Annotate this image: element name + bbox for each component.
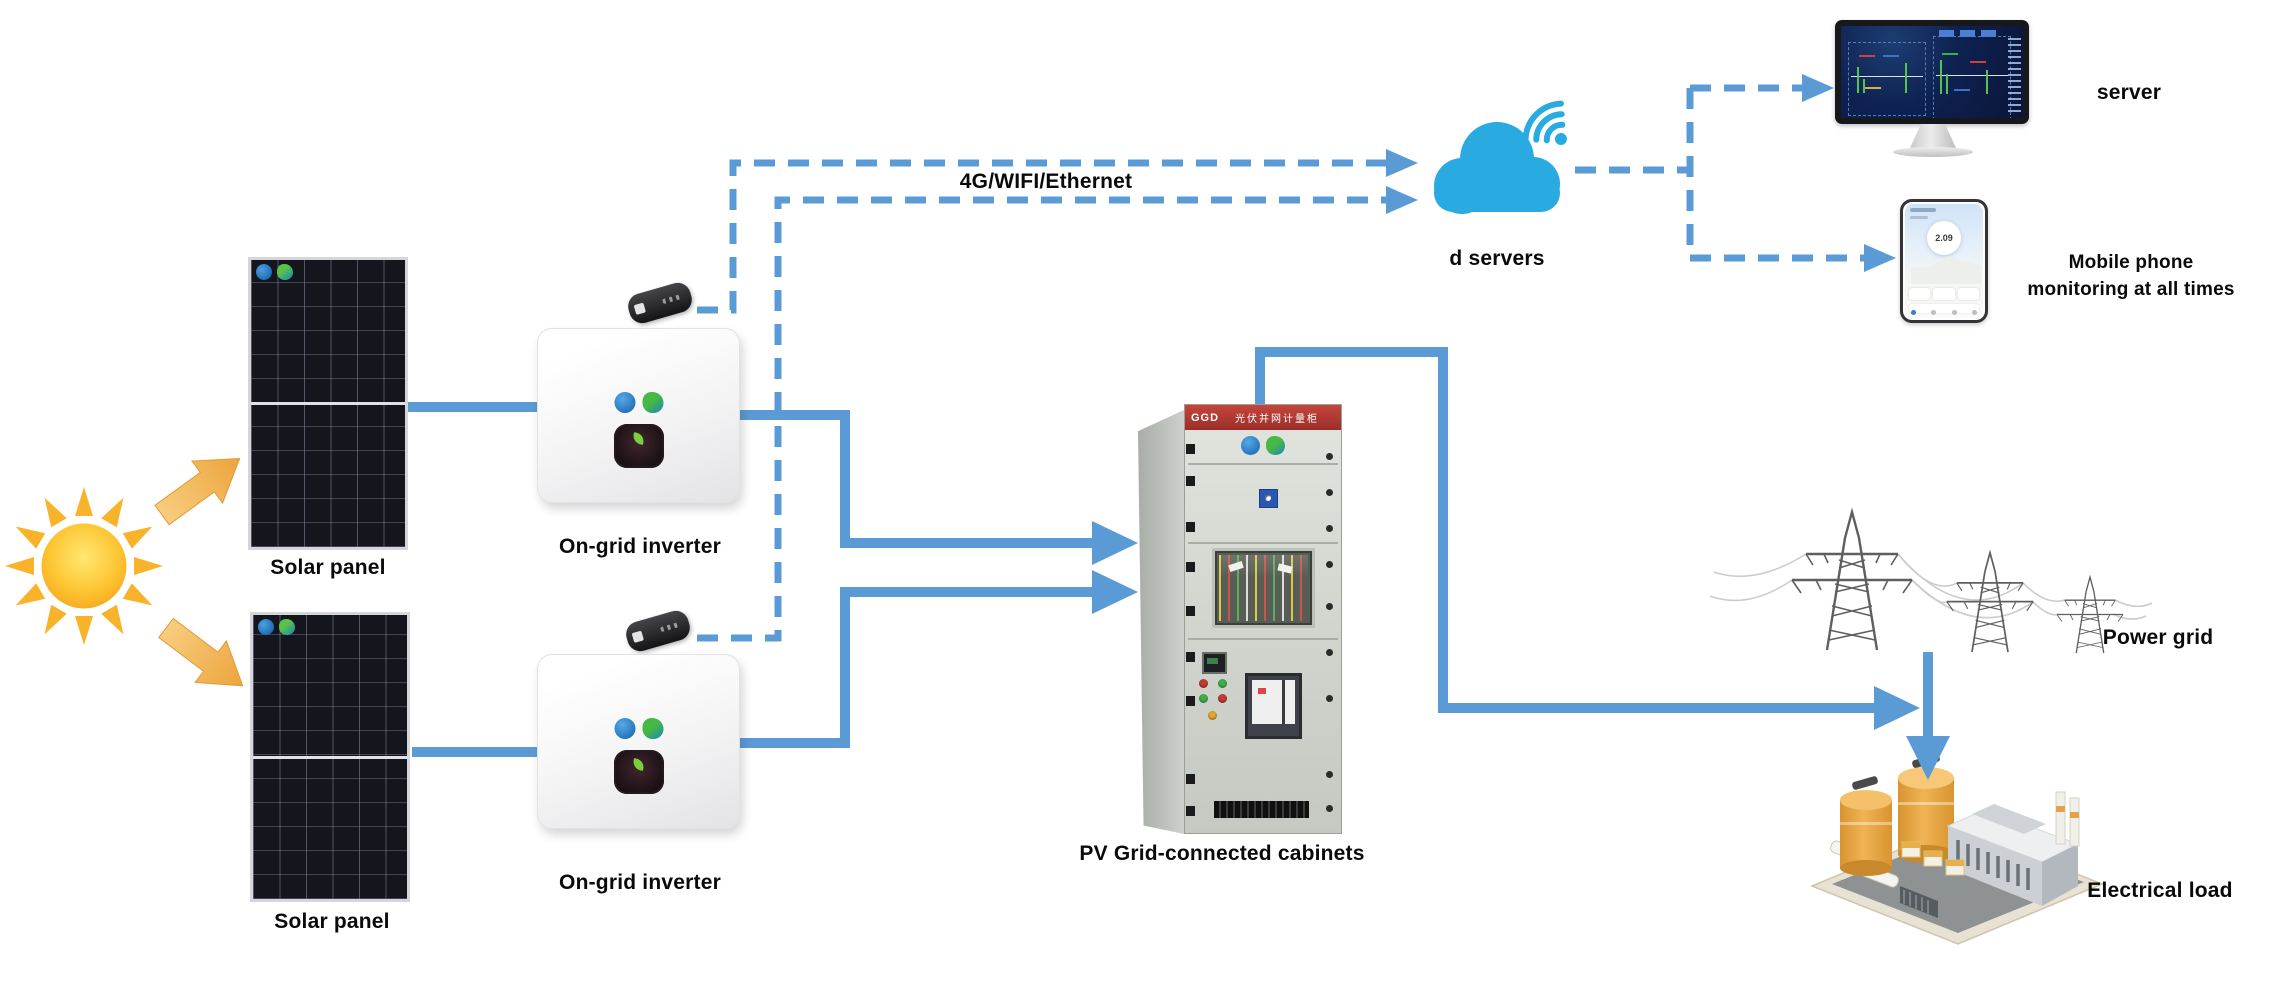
brand-logo-green-icon	[277, 264, 293, 280]
dashboard-chart-right	[1933, 36, 2011, 118]
brand-logo-blue-icon	[614, 392, 635, 413]
inverter-bottom	[537, 654, 740, 829]
monitor-base	[1893, 147, 1973, 157]
wifi-icon	[1522, 100, 1567, 145]
cloud-label: d servers	[1449, 247, 1545, 270]
sunlight-arrows	[154, 458, 244, 687]
line-dongle2-cloud	[697, 196, 1386, 642]
cabinet-plate-title: 光伏并网计量柜	[1235, 414, 1320, 425]
line-dongle1-cloud	[697, 159, 1386, 314]
solar-panel-top-label: Solar panel	[270, 556, 386, 579]
inverter-logos	[614, 392, 663, 413]
mobile-label-line2: monitoring at all times	[2027, 279, 2235, 300]
sunlight-arrow-down	[158, 617, 244, 687]
cabinet-label: PV Grid-connected cabinets	[1079, 842, 1365, 865]
power-grid-icon	[1709, 510, 2153, 654]
inverter-bottom-label: On-grid inverter	[559, 871, 721, 894]
cabinet-front-face: GGD 光伏并网计量柜	[1184, 404, 1342, 834]
inverter-display	[613, 424, 664, 468]
electrical-load-label: Electrical load	[2087, 879, 2233, 902]
inverter-logos	[614, 718, 663, 739]
cloud-icon	[1434, 100, 1567, 214]
indicator-green-icon	[1218, 679, 1227, 688]
inverter-display	[613, 750, 664, 794]
indicator-green-icon	[1199, 694, 1208, 703]
brand-logo-green-icon	[642, 392, 663, 413]
wireless-link-label: 4G/WIFI/Ethernet	[959, 170, 1133, 193]
phone-house-graphic	[1911, 256, 1981, 284]
indicator-red-icon	[1199, 679, 1208, 688]
brand-logo-blue-icon	[258, 619, 274, 635]
indicator-red-icon	[1218, 694, 1227, 703]
dashboard-screen	[1841, 26, 2023, 118]
power-grid-label: Power grid	[2102, 626, 2214, 649]
indicator-amber-icon	[1208, 711, 1217, 720]
dashboard-sidebar	[2008, 38, 2021, 112]
phone-app-screen: 2.09	[1905, 204, 1983, 318]
solar-panel-bottom-label: Solar panel	[274, 910, 390, 933]
cabinet-display	[1202, 652, 1227, 674]
brand-logo-blue-icon	[614, 718, 635, 739]
electrical-load-icon	[1810, 754, 2104, 945]
phone-nav-bar	[1911, 309, 1977, 316]
power-arrowheads	[1092, 521, 1950, 780]
cabinet-emblem-icon	[1259, 489, 1278, 508]
cabinet-wires	[1219, 555, 1308, 621]
brand-logo-green-icon	[642, 718, 663, 739]
sunlight-arrow-up	[154, 458, 241, 526]
sun-icon	[5, 487, 163, 645]
line-inverter2-cabinet	[736, 587, 1094, 748]
solar-panel-bottom	[250, 612, 410, 902]
inverter-top	[537, 328, 740, 503]
mobile-phone: 2.09	[1900, 199, 1988, 323]
cabinet-meter	[1245, 673, 1302, 739]
solar-panel-top	[248, 257, 408, 550]
cabinet-nameplate: GGD 光伏并网计量柜	[1185, 405, 1341, 430]
brand-logo-blue-icon	[256, 264, 272, 280]
brand-logo-green-icon	[1266, 436, 1285, 455]
cabinet-logos	[1241, 436, 1285, 455]
inverter-top-label: On-grid inverter	[559, 535, 721, 558]
server-label: server	[2096, 81, 2162, 104]
line-cabinet-grid	[1255, 347, 1876, 713]
data-arrowheads	[1386, 74, 1896, 272]
cabinet-vent	[1214, 801, 1309, 818]
server-monitor	[1835, 20, 2029, 124]
dashboard-buttons	[1939, 30, 1997, 37]
dashboard-chart-left	[1848, 42, 1926, 116]
cabinet-code: GGD	[1191, 411, 1220, 424]
cabinet-wiring-window	[1212, 548, 1315, 628]
mobile-label-line1: Mobile phone	[2068, 252, 2194, 273]
pv-cabinet: GGD 光伏并网计量柜	[1138, 404, 1344, 836]
brand-logo-green-icon	[279, 619, 295, 635]
cabinet-side-face	[1138, 410, 1184, 834]
mobile-label: Mobile phone monitoring at all times	[2027, 249, 2234, 303]
power-lines	[408, 347, 1933, 757]
phone-energy-gauge: 2.09	[1927, 221, 1961, 255]
brand-logo-blue-icon	[1241, 436, 1260, 455]
data-lines	[697, 84, 1864, 642]
line-inverter1-cabinet	[736, 410, 1094, 548]
